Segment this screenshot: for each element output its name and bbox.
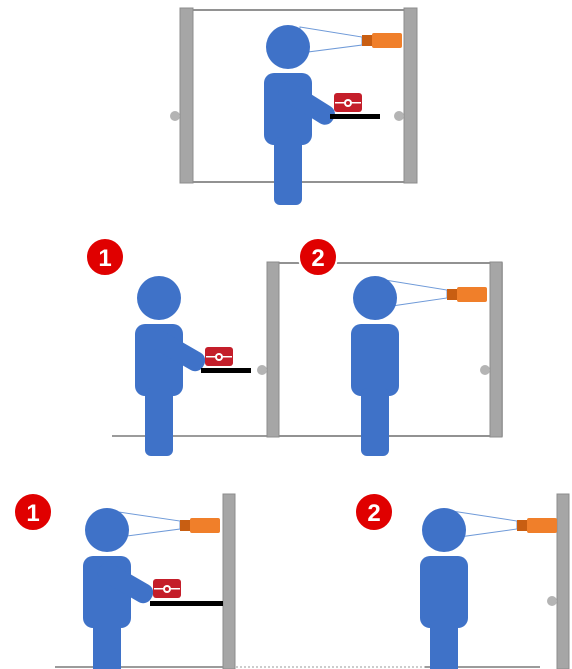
door-knob-icon (170, 111, 180, 121)
door-knob-icon (547, 596, 557, 606)
door-knob-icon (480, 365, 490, 375)
camera-sensor-icon (517, 518, 557, 533)
push-button-icon (153, 579, 181, 598)
wall-right (490, 262, 502, 437)
camera-sensor-icon (180, 518, 220, 533)
wall-left (180, 8, 193, 183)
person-figure-icon (135, 276, 183, 456)
person-figure-icon (264, 25, 312, 205)
step-badge-label: 2 (367, 500, 380, 527)
step-badge-label: 1 (26, 500, 39, 527)
camera-sensor-icon (362, 33, 402, 48)
scene-bottom: 1 2 (14, 493, 569, 669)
push-button-icon (334, 93, 362, 112)
step-badge-1: 1 (86, 238, 124, 276)
wall-left (267, 262, 279, 437)
scene-top (170, 8, 417, 205)
person-figure-icon (420, 508, 468, 669)
push-button-icon (205, 347, 233, 366)
step-badge-label: 1 (98, 245, 111, 272)
person-figure-icon (351, 276, 399, 456)
wall-left (223, 494, 235, 669)
camera-sensor-icon (447, 287, 487, 302)
door-knob-icon (257, 365, 267, 375)
wall-right (557, 494, 569, 669)
step-badge-1: 1 (14, 493, 52, 531)
shelf (150, 601, 223, 606)
scene-middle: 1 2 (86, 238, 502, 456)
step-badge-label: 2 (311, 245, 324, 272)
wall-right (404, 8, 417, 183)
step-badge-2: 2 (299, 238, 337, 276)
shelf (330, 114, 380, 119)
step-badge-2: 2 (355, 493, 393, 531)
door-knob-icon (394, 111, 404, 121)
shelf (201, 368, 251, 373)
